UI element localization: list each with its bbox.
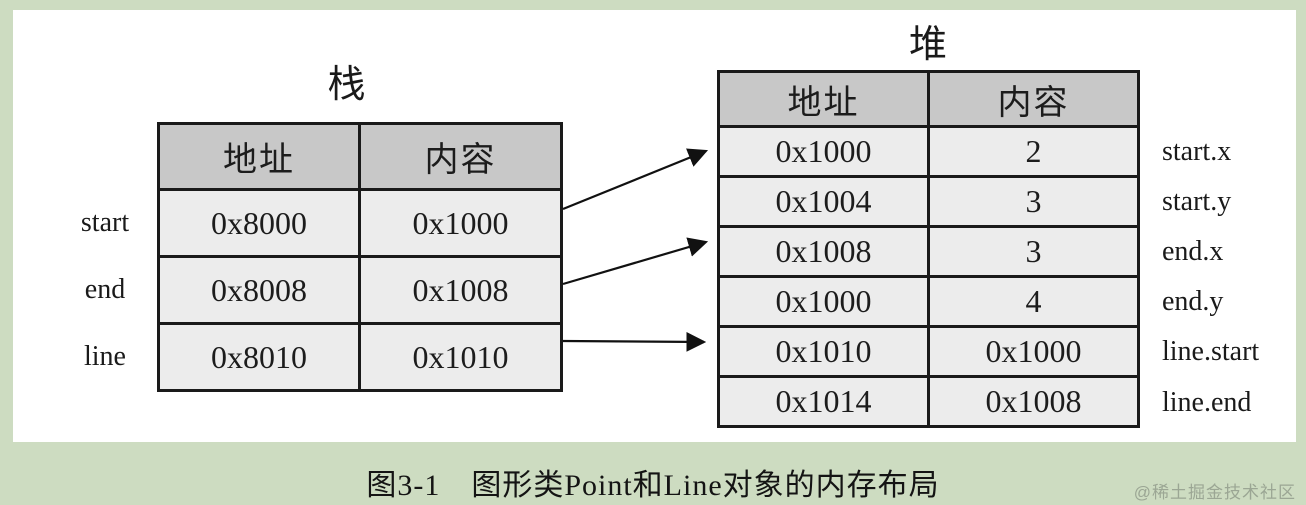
heap-cell-address: 0x1000 [720,278,927,325]
heap-row-label-end-x: end.x [1162,236,1224,267]
heap-row-label-start-x: start.x [1162,136,1232,167]
stack-cell-content: 0x1000 [361,191,560,255]
heap-row-label-start-y: start.y [1162,186,1232,217]
heap-cell-content: 0x1008 [930,378,1137,425]
stack-cell-address: 0x8010 [160,325,358,389]
stack-cell-address: 0x8000 [160,191,358,255]
stack-table-title: 栈 [327,64,367,106]
heap-table: 地址 内容 0x1000 2 0x1004 3 0x1008 3 0x1000 … [717,70,1140,428]
heap-cell-address: 0x1004 [720,178,927,225]
heap-header-address: 地址 [720,73,927,125]
heap-cell-address: 0x1010 [720,328,927,375]
heap-cell-address: 0x1014 [720,378,927,425]
heap-cell-content: 2 [930,128,1137,175]
stack-cell-content: 0x1008 [361,258,560,322]
stack-row-label-start: start [80,207,130,238]
watermark: @稀土掘金技术社区 [1133,483,1296,502]
figure-caption: 图3-1 图形类Point和Line对象的内存布局 [366,469,940,502]
heap-cell-content: 4 [930,278,1137,325]
heap-row-label-line-end: line.end [1162,387,1252,418]
heap-table-title: 堆 [908,24,948,66]
heap-cell-content: 3 [930,178,1137,225]
heap-row-label-line-start: line.start [1162,336,1260,367]
heap-cell-address: 0x1008 [720,228,927,275]
stack-header-address: 地址 [160,125,358,188]
heap-row-label-end-y: end.y [1162,286,1224,317]
stack-row-label-end: end [84,274,126,305]
stack-cell-content: 0x1010 [361,325,560,389]
heap-header-content: 内容 [930,73,1137,125]
stack-table: 地址 内容 0x8000 0x1000 0x8008 0x1008 0x8010… [157,122,563,392]
heap-cell-address: 0x1000 [720,128,927,175]
stack-header-content: 内容 [361,125,560,188]
stack-cell-address: 0x8008 [160,258,358,322]
stack-row-label-line: line [84,341,126,372]
heap-cell-content: 0x1000 [930,328,1137,375]
heap-cell-content: 3 [930,228,1137,275]
